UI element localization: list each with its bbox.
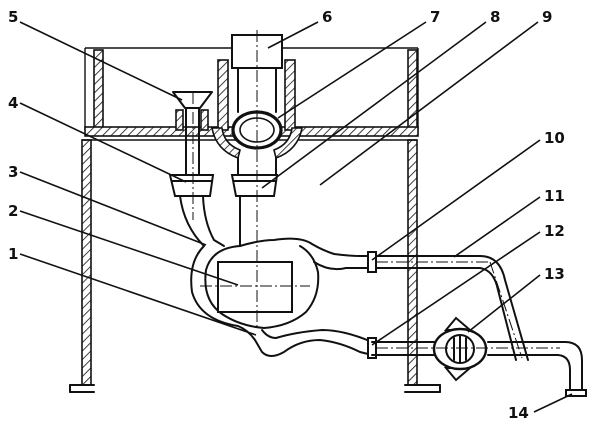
label-1: 1 bbox=[8, 245, 18, 263]
label-11: 11 bbox=[544, 187, 565, 205]
leader-10 bbox=[371, 139, 541, 261]
leader-14 bbox=[533, 393, 573, 413]
stopcock bbox=[432, 316, 488, 382]
inner-rectangle bbox=[217, 261, 293, 313]
label-9: 9 bbox=[542, 8, 552, 26]
outlet-pipes bbox=[367, 251, 587, 397]
leader-8 bbox=[261, 21, 487, 189]
leader-5 bbox=[19, 21, 183, 101]
leader-lines bbox=[19, 21, 573, 413]
label-7: 7 bbox=[430, 8, 440, 26]
label-14: 14 bbox=[508, 404, 529, 422]
label-10: 10 bbox=[544, 129, 565, 147]
label-2: 2 bbox=[8, 202, 18, 220]
label-13: 13 bbox=[544, 265, 565, 283]
left-lower-wall bbox=[81, 139, 92, 386]
leader-13 bbox=[467, 274, 541, 333]
label-3: 3 bbox=[8, 163, 18, 181]
leader-9 bbox=[319, 21, 539, 186]
label-8: 8 bbox=[490, 8, 500, 26]
label-12: 12 bbox=[544, 222, 565, 240]
center-lines bbox=[192, 30, 560, 359]
small-funnel bbox=[172, 91, 213, 176]
label-6: 6 bbox=[322, 8, 332, 26]
leader-12 bbox=[371, 231, 541, 346]
leader-4 bbox=[19, 102, 187, 183]
label-4: 4 bbox=[8, 94, 18, 112]
leader-7 bbox=[277, 21, 427, 119]
leader-3 bbox=[19, 171, 207, 246]
flask bbox=[179, 195, 373, 357]
leader-2 bbox=[19, 210, 239, 286]
leader-1 bbox=[19, 253, 257, 336]
outlet-tip bbox=[565, 389, 587, 397]
label-5: 5 bbox=[8, 8, 18, 26]
leader-6 bbox=[267, 21, 319, 49]
leader-11 bbox=[453, 196, 541, 258]
clamp-upper bbox=[367, 251, 377, 273]
part-labels: 5 4 3 2 1 6 7 8 9 10 11 12 13 14 bbox=[8, 8, 565, 422]
